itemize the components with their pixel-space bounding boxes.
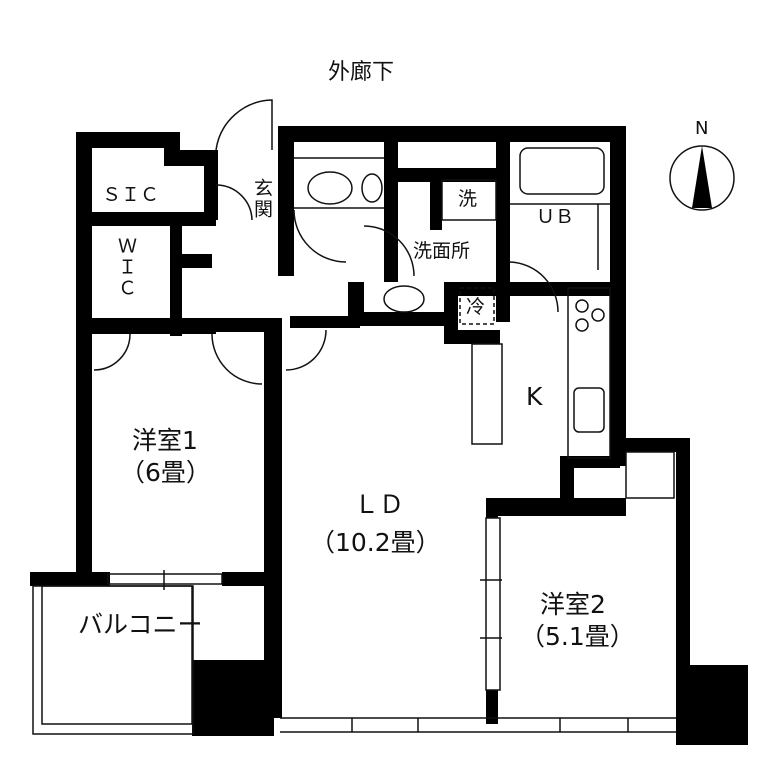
room-entrance: 玄関: [251, 178, 273, 220]
room-washer: 洗: [458, 188, 478, 210]
compass-north-label: N: [695, 118, 709, 139]
room-unit-bath: ＵＢ: [536, 206, 575, 228]
room-bedroom2-name: 洋室2: [540, 590, 606, 619]
room-bedroom1-name: 洋室1: [132, 426, 198, 455]
room-bedroom1-size: （6畳）: [120, 458, 211, 487]
room-wic: ＷＩＣ: [115, 236, 137, 299]
room-ld-name: ＬＤ: [354, 490, 405, 519]
room-kitchen: K: [526, 382, 543, 411]
room-fridge: 冷: [466, 296, 486, 318]
room-sic: ＳＩＣ: [102, 184, 160, 206]
room-washroom: 洗面所: [413, 240, 471, 262]
walls: [30, 126, 748, 745]
compass-arrow-icon: [692, 146, 712, 208]
room-balcony: バルコニー: [78, 610, 203, 639]
room-ld-size: （10.2畳）: [310, 528, 441, 557]
corridor-label: 外廊下: [328, 60, 395, 85]
room-bedroom2-size: （5.1畳）: [520, 622, 635, 651]
fixtures: [32, 99, 735, 735]
